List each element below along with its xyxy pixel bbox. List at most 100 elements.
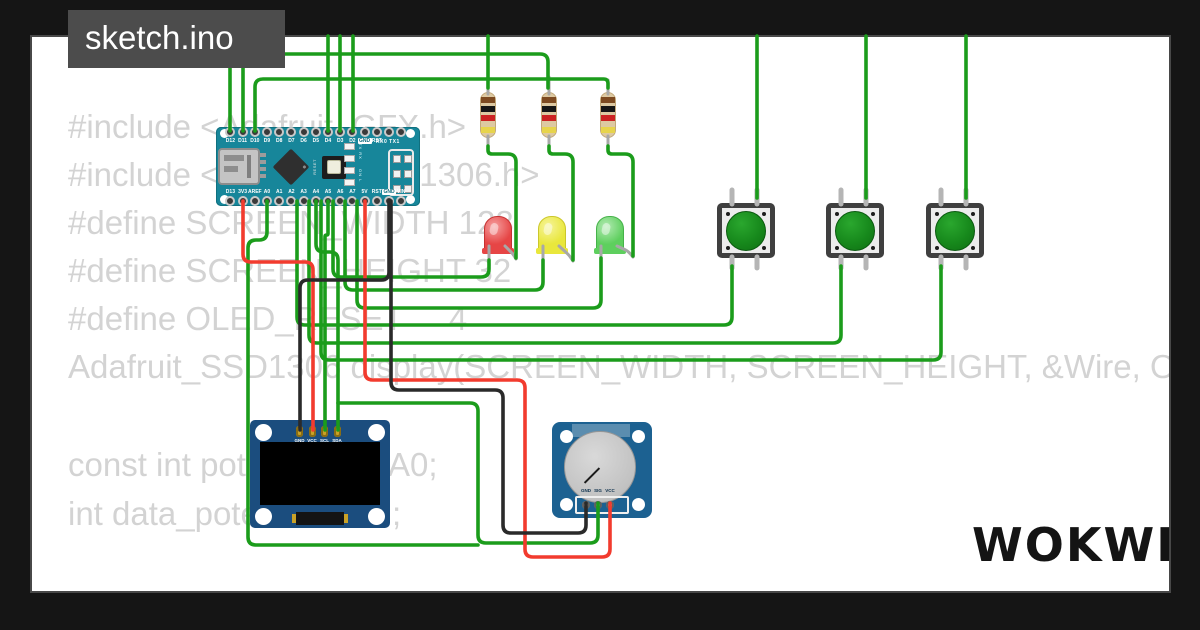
pot-pin-VCC[interactable] bbox=[606, 501, 614, 509]
mounting-hole bbox=[406, 129, 415, 138]
code-line: int data_pote bbox=[68, 495, 259, 532]
pin-label-A0: A0 bbox=[263, 189, 271, 195]
pin-A2[interactable] bbox=[286, 196, 297, 206]
button-screw-dot bbox=[762, 246, 766, 250]
pin-label-D7: D7 bbox=[288, 138, 295, 144]
pin-label-D11: D11 bbox=[238, 138, 248, 144]
pot-pin-label-VCC: VCC bbox=[605, 488, 615, 493]
pin-D7[interactable] bbox=[286, 127, 297, 137]
oled-pin-GND[interactable] bbox=[296, 426, 303, 437]
usb-pins bbox=[260, 153, 266, 181]
pin-D13[interactable] bbox=[225, 196, 236, 206]
pin-A1[interactable] bbox=[274, 196, 285, 206]
mounting-hole bbox=[368, 424, 385, 441]
tx-led bbox=[344, 143, 355, 150]
pin-D5[interactable] bbox=[310, 127, 321, 137]
pin-A3[interactable] bbox=[298, 196, 309, 206]
pin-label-D9: D9 bbox=[263, 138, 271, 144]
reset-button[interactable] bbox=[327, 160, 341, 174]
pin-RST[interactable] bbox=[371, 127, 382, 137]
pin-D4[interactable] bbox=[323, 127, 333, 137]
pin-D10[interactable] bbox=[249, 127, 260, 137]
pin-A5[interactable] bbox=[323, 196, 333, 206]
resistor-band-gold bbox=[481, 127, 495, 133]
pin-hdr[interactable] bbox=[384, 127, 394, 137]
pin-label-A2: A2 bbox=[288, 189, 295, 195]
pin-hdr[interactable] bbox=[396, 127, 407, 137]
code-line: #define SCREEN_HEIGHT 32 bbox=[68, 252, 512, 289]
pin-D9[interactable] bbox=[262, 127, 272, 137]
pin-RST[interactable] bbox=[371, 196, 382, 206]
wokwi-logo: WOKWI bbox=[972, 518, 1176, 572]
button-cap[interactable] bbox=[935, 211, 975, 251]
file-tab-sketch-ino[interactable]: sketch.ino bbox=[68, 10, 285, 68]
button-screw-dot bbox=[762, 212, 766, 216]
mini-usb-connector bbox=[218, 148, 260, 185]
button-screw-dot bbox=[726, 212, 730, 216]
pin-D3[interactable] bbox=[335, 127, 346, 137]
pot-pin-SIG[interactable] bbox=[594, 501, 602, 509]
pin-GND[interactable] bbox=[359, 127, 370, 137]
mounting-hole bbox=[220, 129, 229, 138]
pin-label-D2: D2 bbox=[349, 138, 356, 144]
mounting-hole bbox=[560, 498, 573, 511]
resistor-1[interactable] bbox=[480, 92, 496, 138]
pin-A4[interactable] bbox=[310, 196, 321, 206]
pin-3V3[interactable] bbox=[237, 196, 248, 206]
resistor-2[interactable] bbox=[541, 92, 557, 138]
oled-pin-SCL[interactable] bbox=[321, 426, 328, 437]
pin-label-D10: D10 bbox=[250, 138, 260, 144]
push-button-2[interactable] bbox=[826, 203, 884, 258]
button-screw-dot bbox=[726, 246, 730, 250]
pin-A0[interactable] bbox=[262, 196, 272, 206]
resistor-band-brown bbox=[601, 97, 615, 103]
yellow-led[interactable] bbox=[536, 216, 568, 254]
pin-label-A3: A3 bbox=[300, 189, 307, 195]
l-led bbox=[344, 179, 355, 186]
pin-label-D6: D6 bbox=[300, 138, 307, 144]
led-flange bbox=[536, 248, 568, 254]
on-led bbox=[344, 167, 355, 174]
red-led[interactable] bbox=[482, 216, 514, 254]
pin-label-A7: A7 bbox=[349, 189, 356, 195]
pin-label-RST: RST bbox=[371, 138, 382, 144]
pin-label-A6: A6 bbox=[336, 189, 344, 195]
pin-AREF[interactable] bbox=[249, 196, 260, 206]
pin-label-D4: D4 bbox=[324, 138, 332, 144]
pin-label-5V: 5V bbox=[361, 189, 368, 195]
pin-D11[interactable] bbox=[237, 127, 248, 137]
pot-pin-GND[interactable] bbox=[582, 501, 590, 509]
button-screw-dot bbox=[971, 246, 975, 250]
push-button-1[interactable] bbox=[717, 203, 775, 258]
resistor-3[interactable] bbox=[600, 92, 616, 138]
button-screw-dot bbox=[935, 246, 939, 250]
pin-D2[interactable] bbox=[347, 127, 358, 137]
oled-pin-SDA[interactable] bbox=[333, 426, 341, 437]
pin-D8[interactable] bbox=[274, 127, 285, 137]
pin-VIN[interactable] bbox=[396, 196, 407, 206]
button-cap[interactable] bbox=[726, 211, 766, 251]
pin-A6[interactable] bbox=[335, 196, 346, 206]
button-screw-dot bbox=[871, 212, 875, 216]
pin-label-A5: A5 bbox=[324, 189, 332, 195]
mounting-hole bbox=[632, 430, 645, 443]
push-button-3[interactable] bbox=[926, 203, 984, 258]
resistor-band-brown bbox=[542, 97, 556, 103]
pin-D12[interactable] bbox=[225, 127, 236, 137]
oled-pin-VCC[interactable] bbox=[308, 426, 316, 437]
led-shine bbox=[488, 222, 500, 236]
pin-5V[interactable] bbox=[359, 196, 370, 206]
code-line: Adafruit_SSD1306 display(SCREEN_WIDTH, S… bbox=[68, 348, 1169, 385]
pin-label-AREF: AREF bbox=[247, 189, 262, 195]
pin-D6[interactable] bbox=[298, 127, 309, 137]
button-cap[interactable] bbox=[835, 211, 875, 251]
green-led[interactable] bbox=[594, 216, 626, 254]
resistor-band-black bbox=[542, 106, 556, 112]
pin-A7[interactable] bbox=[347, 196, 358, 206]
mounting-hole bbox=[406, 195, 415, 204]
mounting-hole bbox=[632, 498, 645, 511]
pin-GND[interactable] bbox=[384, 196, 394, 206]
